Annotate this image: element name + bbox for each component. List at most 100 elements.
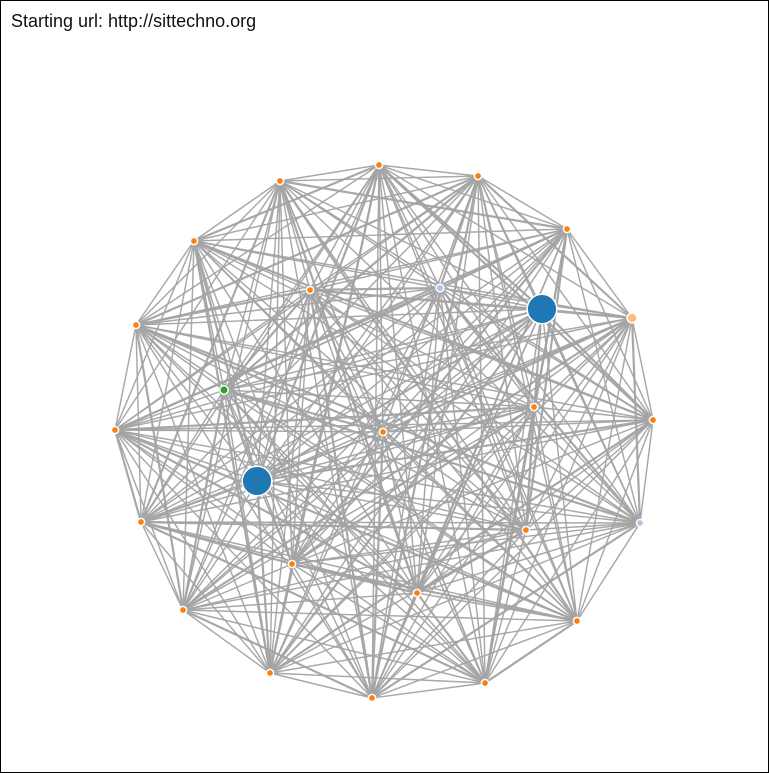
graph-edge [114, 429, 373, 699]
graph-edge [439, 287, 486, 684]
graph-edge [182, 406, 535, 611]
graph-node[interactable] [648, 415, 658, 425]
graph-edge [139, 180, 282, 523]
graph-edge [291, 563, 373, 699]
graph-edge [223, 389, 418, 594]
graph-edge [416, 308, 543, 594]
graph-edge [309, 175, 479, 291]
graph-edge [193, 240, 527, 531]
graph-edge [256, 308, 543, 482]
graph-node[interactable] [367, 693, 377, 703]
graph-edge [525, 308, 543, 531]
graph-edge [382, 431, 418, 594]
graph-edge [140, 308, 543, 523]
graph-edge [477, 175, 654, 421]
graph-edge [382, 308, 543, 433]
graph-edge [114, 429, 271, 674]
graph-edge [378, 164, 384, 433]
graph-node[interactable] [529, 402, 539, 412]
graph-node[interactable] [178, 605, 188, 615]
graph-node[interactable] [241, 465, 273, 497]
graph-edge [639, 419, 654, 524]
graph-edge [135, 324, 535, 408]
graph-edge [378, 164, 633, 319]
graph-edge [382, 431, 527, 531]
graph-edge [484, 317, 633, 684]
graph-edge [256, 480, 527, 531]
graph-node[interactable] [378, 427, 388, 437]
graph-edge [309, 228, 568, 291]
graph-edge [269, 431, 384, 674]
graph-node[interactable] [635, 518, 645, 528]
graph-edge [140, 480, 258, 523]
graph-edge [378, 164, 543, 310]
graph-edge [378, 164, 441, 289]
graph-edge [135, 287, 441, 326]
graph-node[interactable] [626, 312, 638, 324]
graph-edge [439, 287, 578, 622]
graph-node[interactable] [374, 160, 384, 170]
graph-edge [576, 522, 641, 622]
graph-node[interactable] [521, 525, 531, 535]
graph-node[interactable] [219, 385, 229, 395]
graph-edge [193, 180, 281, 242]
graph-edge [416, 287, 441, 594]
graph-edge [134, 324, 185, 611]
graph-edge [140, 164, 380, 523]
graph-edge [182, 609, 578, 622]
graph-edge [193, 240, 633, 319]
graph-edge [223, 389, 271, 674]
graph-edge [135, 323, 384, 434]
graph-edge [193, 240, 384, 433]
graph-edge [484, 620, 578, 684]
graph-edge [223, 289, 311, 391]
graph-edge [309, 289, 543, 310]
graph-edge [182, 175, 479, 611]
graph-edge [223, 287, 441, 391]
graph-node[interactable] [265, 668, 275, 678]
graph-edge [371, 406, 535, 699]
graph-edge [255, 480, 272, 674]
graph-edge [193, 240, 441, 289]
graph-edge [182, 317, 633, 611]
graph-node[interactable] [110, 425, 120, 435]
starting-url-label: Starting url: http://sittechno.org [11, 11, 257, 31]
graph-node[interactable] [131, 320, 141, 330]
graph-edge [223, 388, 384, 434]
graph-node[interactable] [275, 176, 285, 186]
graph-node[interactable] [412, 588, 422, 598]
graph-edge [269, 522, 641, 674]
graph-node[interactable] [305, 285, 315, 295]
graph-edge [382, 419, 654, 433]
graph-edge [223, 164, 380, 391]
graph-node[interactable] [562, 224, 572, 234]
graph-edge [378, 164, 479, 177]
graph-edge [439, 287, 535, 408]
graph-node[interactable] [435, 283, 445, 293]
graph-edge [269, 563, 293, 674]
graph-node[interactable] [572, 616, 582, 626]
graph-edge [193, 240, 311, 291]
graph-node[interactable] [480, 678, 490, 688]
graph-node[interactable] [189, 236, 199, 246]
graph-node[interactable] [473, 171, 483, 181]
graph-edge [223, 389, 486, 684]
graph-edge [279, 175, 479, 182]
graph-edge [269, 228, 568, 674]
graph-edge [382, 431, 578, 622]
graph-edge [193, 240, 225, 391]
graph-edge [182, 609, 373, 699]
graph-edges [113, 163, 654, 699]
graph-edge [269, 289, 311, 674]
graph-node[interactable] [287, 559, 297, 569]
graph-edge [223, 308, 543, 391]
graph-edge [135, 288, 311, 327]
graph-edge [135, 240, 195, 326]
graph-node[interactable] [136, 517, 146, 527]
graph-node[interactable] [526, 293, 558, 325]
graph-edge [576, 317, 633, 622]
graph-edge [113, 429, 143, 523]
graph-edge [525, 522, 641, 531]
graph-edge [439, 287, 527, 531]
graph-edge [135, 323, 641, 525]
